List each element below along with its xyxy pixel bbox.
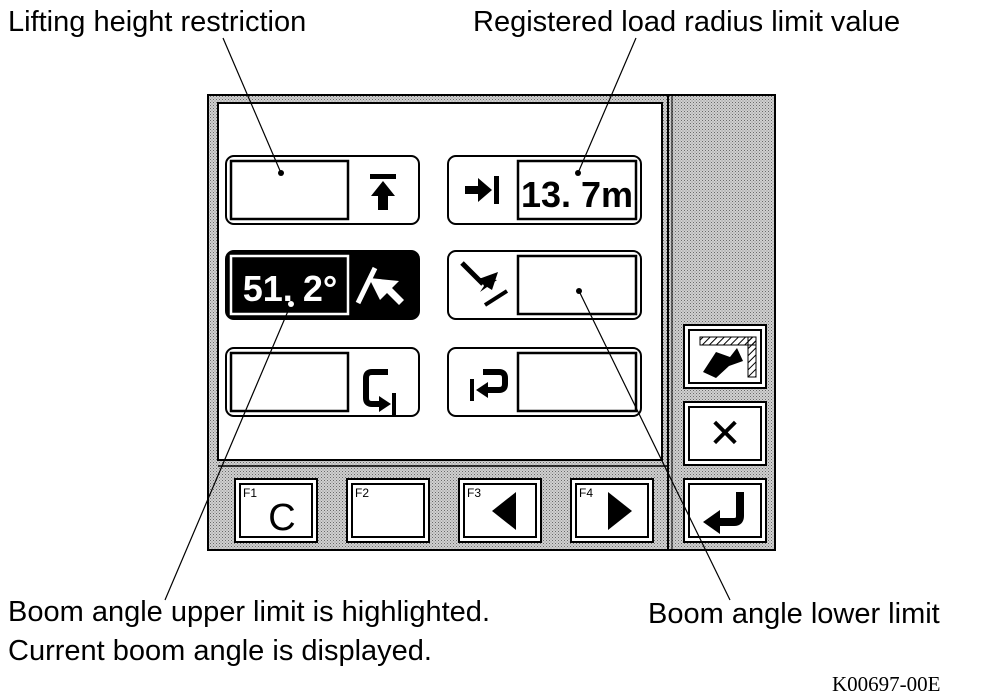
boom-angle-upper-setting[interactable]: 51. 2° <box>225 250 420 320</box>
callout-lifting-height: Lifting height restriction <box>8 6 307 38</box>
callout-upper-limit: Boom angle upper limit is highlighted. C… <box>8 598 490 666</box>
swing-left-setting[interactable] <box>447 347 642 417</box>
boom-lower-limit-icon <box>460 261 509 307</box>
load-radius-setting[interactable]: 13. 7m <box>447 155 642 225</box>
f1-label: F1 <box>243 486 257 500</box>
f1-clear-symbol: C <box>268 497 295 539</box>
leader-lines <box>164 37 731 601</box>
boom-angle-lower-setting[interactable] <box>447 250 642 320</box>
left-arrow-icon <box>492 492 516 530</box>
enter-button[interactable] <box>683 478 767 543</box>
callout-load-radius: Registered load radius limit value <box>473 6 901 38</box>
enter-icon <box>703 492 744 534</box>
function-key-f1[interactable]: F1 C <box>234 478 318 543</box>
callout-lower-limit: Boom angle lower limit <box>648 598 940 630</box>
swing-right-limit-icon <box>363 369 396 415</box>
work-area-button[interactable] <box>683 324 767 389</box>
height-limit-icon <box>370 174 396 210</box>
boom-upper-limit-icon <box>355 266 404 305</box>
callout-upper-limit-line1: Boom angle upper limit is highlighted. <box>8 596 490 628</box>
work-area-icon <box>699 336 757 378</box>
lifting-height-setting[interactable] <box>225 155 420 225</box>
function-key-f4[interactable]: F4 <box>570 478 654 543</box>
swing-right-setting[interactable] <box>225 347 420 417</box>
function-key-f3[interactable]: F3 <box>458 478 542 543</box>
f3-label: F3 <box>467 486 481 500</box>
close-button[interactable]: ✕ <box>683 401 767 466</box>
f2-label: F2 <box>355 486 369 500</box>
f4-label: F4 <box>579 486 593 500</box>
callout-upper-limit-line2: Current boom angle is displayed. <box>8 635 432 667</box>
swing-left-limit-icon <box>470 369 508 401</box>
function-key-f2[interactable]: F2 <box>346 478 430 543</box>
leader-dots <box>278 170 582 307</box>
load-radius-value: 13. 7m <box>521 174 633 215</box>
close-icon: ✕ <box>708 411 742 457</box>
radius-limit-icon <box>465 176 499 204</box>
figure-code: K00697-00E <box>832 672 941 696</box>
right-arrow-icon <box>608 492 632 530</box>
